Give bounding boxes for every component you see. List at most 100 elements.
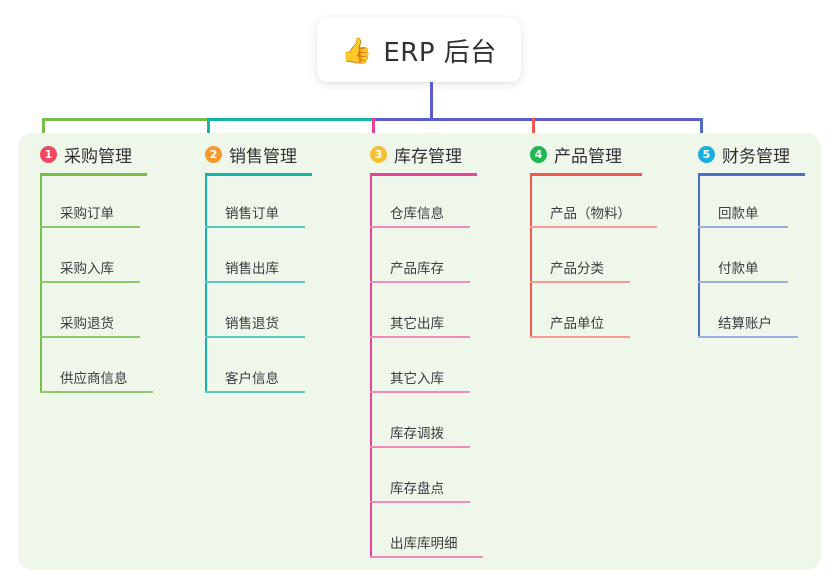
- leaf-item[interactable]: 库存调拨: [370, 393, 470, 448]
- category-spine-4: [530, 173, 532, 338]
- leaf-item-underline: [698, 281, 788, 283]
- leaf-item[interactable]: 其它入库: [370, 338, 470, 393]
- leaf-item[interactable]: 采购订单: [40, 173, 140, 228]
- category-title-3: 库存管理: [394, 147, 462, 167]
- category-header-2[interactable]: 2 销售管理: [205, 142, 297, 167]
- category-badge-3: 3: [370, 146, 387, 163]
- thumbs-up-icon: 👍: [341, 35, 373, 65]
- drop-stem-4: [532, 118, 535, 146]
- root-node-title: ERP 后台: [383, 37, 497, 68]
- leaf-item-underline: [40, 281, 140, 283]
- diagram-panel: 1 采购管理采购订单采购入库采购退货供应商信息 2 销售管理销售订单销售出库销售退货客…: [18, 133, 821, 570]
- bus-segment-green: [42, 118, 210, 121]
- root-node-card[interactable]: 👍 ERP 后台: [317, 18, 521, 82]
- leaf-item-label: 付款单: [718, 261, 759, 277]
- leaf-item-label: 客户信息: [225, 371, 279, 387]
- leaf-item-label: 产品（物料）: [550, 206, 631, 222]
- leaf-item-label: 采购订单: [60, 206, 114, 222]
- drop-stem-3: [372, 118, 375, 146]
- category-spine-5: [698, 173, 700, 338]
- leaf-item-label: 仓库信息: [390, 206, 444, 222]
- root-stem: [430, 82, 433, 121]
- leaf-item-underline: [530, 226, 657, 228]
- category-badge-2: 2: [205, 146, 222, 163]
- category-badge-5: 5: [698, 146, 715, 163]
- leaf-item-underline: [40, 391, 153, 393]
- leaf-item-underline: [40, 336, 140, 338]
- leaf-item-underline: [698, 336, 798, 338]
- category-header-3[interactable]: 3 库存管理: [370, 142, 462, 167]
- category-underline-5: [698, 173, 805, 176]
- leaf-item-underline: [205, 281, 305, 283]
- category-spine-1: [40, 173, 42, 393]
- leaf-item-underline: [530, 281, 630, 283]
- bus-segment-teal: [207, 118, 375, 121]
- leaf-item-label: 销售出库: [225, 261, 279, 277]
- category-title-2: 销售管理: [229, 147, 297, 167]
- leaf-item[interactable]: 客户信息: [205, 338, 305, 393]
- leaf-item[interactable]: 其它出库: [370, 283, 470, 338]
- leaf-item-underline: [370, 336, 470, 338]
- leaf-item[interactable]: 供应商信息: [40, 338, 153, 393]
- leaf-item[interactable]: 回款单: [698, 173, 788, 228]
- leaf-item-underline: [40, 226, 140, 228]
- leaf-item-underline: [205, 336, 305, 338]
- leaf-item-underline: [370, 556, 483, 558]
- leaf-item[interactable]: 仓库信息: [370, 173, 470, 228]
- leaf-item-underline: [370, 281, 470, 283]
- leaf-item-underline: [205, 391, 305, 393]
- leaf-item[interactable]: 产品（物料）: [530, 173, 657, 228]
- category-title-1: 采购管理: [64, 147, 132, 167]
- category-underline-1: [40, 173, 147, 176]
- leaf-item-label: 供应商信息: [60, 371, 128, 387]
- drop-stem-5: [700, 118, 703, 146]
- leaf-item[interactable]: 付款单: [698, 228, 788, 283]
- leaf-item-underline: [205, 226, 305, 228]
- leaf-item[interactable]: 产品单位: [530, 283, 630, 338]
- category-underline-3: [370, 173, 477, 176]
- leaf-item[interactable]: 采购退货: [40, 283, 140, 338]
- leaf-item[interactable]: 销售订单: [205, 173, 305, 228]
- category-spine-2: [205, 173, 207, 393]
- leaf-item[interactable]: 产品库存: [370, 228, 470, 283]
- leaf-item[interactable]: 销售退货: [205, 283, 305, 338]
- category-header-4[interactable]: 4 产品管理: [530, 142, 622, 167]
- leaf-item-label: 产品分类: [550, 261, 604, 277]
- leaf-item-label: 其它出库: [390, 316, 444, 332]
- leaf-item-label: 销售退货: [225, 316, 279, 332]
- leaf-item-label: 结算账户: [718, 316, 772, 332]
- category-title-5: 财务管理: [722, 147, 790, 167]
- category-header-1[interactable]: 1 采购管理: [40, 142, 132, 167]
- leaf-item[interactable]: 结算账户: [698, 283, 798, 338]
- leaf-item-underline: [370, 226, 470, 228]
- bus-segment-purple: [372, 118, 703, 121]
- category-badge-1: 1: [40, 146, 57, 163]
- leaf-item-label: 库存调拨: [390, 426, 444, 442]
- category-underline-2: [205, 173, 312, 176]
- drop-stem-2: [207, 118, 210, 146]
- leaf-item-label: 出库库明细: [390, 536, 458, 552]
- leaf-item-label: 产品库存: [390, 261, 444, 277]
- leaf-item[interactable]: 销售出库: [205, 228, 305, 283]
- leaf-item-label: 其它入库: [390, 371, 444, 387]
- leaf-item-label: 采购退货: [60, 316, 114, 332]
- leaf-item[interactable]: 产品分类: [530, 228, 630, 283]
- leaf-item-underline: [530, 336, 630, 338]
- leaf-item-underline: [370, 501, 470, 503]
- leaf-item-label: 库存盘点: [390, 481, 444, 497]
- leaf-item[interactable]: 采购入库: [40, 228, 140, 283]
- leaf-item[interactable]: 库存盘点: [370, 448, 470, 503]
- leaf-item-underline: [370, 391, 470, 393]
- category-spine-3: [370, 173, 372, 558]
- category-underline-4: [530, 173, 642, 176]
- leaf-item-label: 采购入库: [60, 261, 114, 277]
- leaf-item-underline: [370, 446, 470, 448]
- leaf-item[interactable]: 出库库明细: [370, 503, 483, 558]
- category-badge-4: 4: [530, 146, 547, 163]
- leaf-item-label: 回款单: [718, 206, 759, 222]
- category-title-4: 产品管理: [554, 147, 622, 167]
- leaf-item-label: 销售订单: [225, 206, 279, 222]
- drop-stem-1: [42, 118, 45, 146]
- leaf-item-label: 产品单位: [550, 316, 604, 332]
- category-header-5[interactable]: 5 财务管理: [698, 142, 790, 167]
